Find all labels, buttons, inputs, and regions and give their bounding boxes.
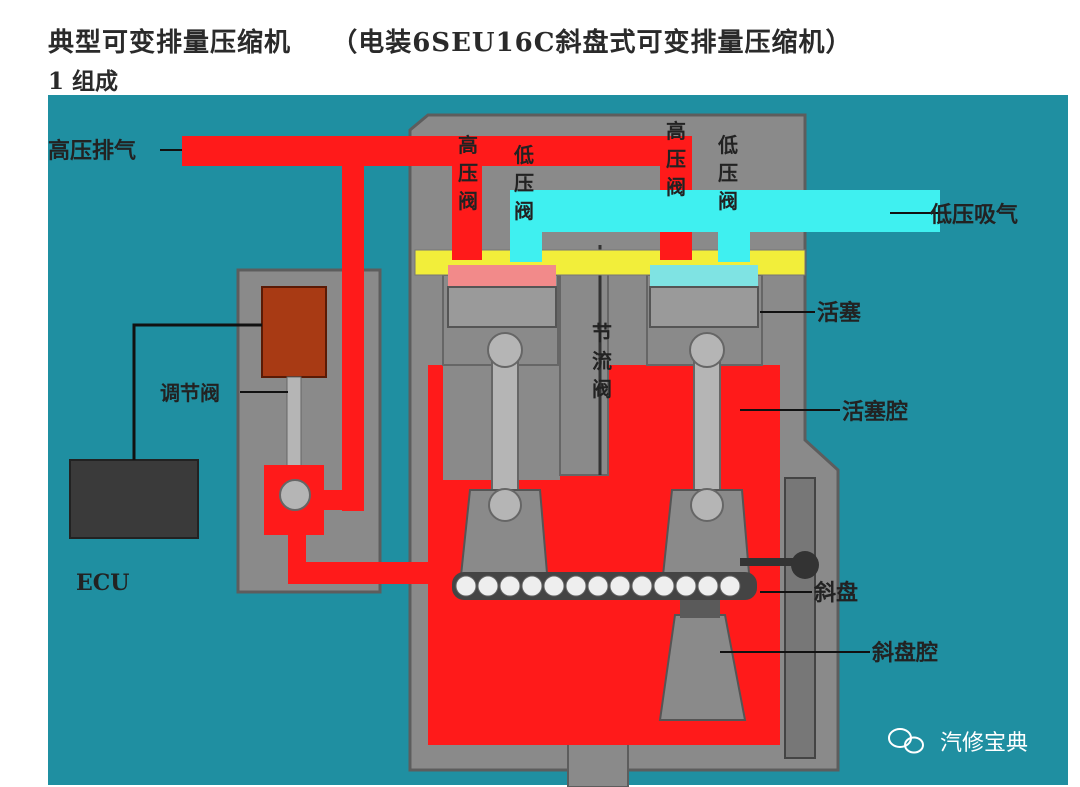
drive-shaft (567, 739, 629, 787)
label-swashplate: 斜盘 (813, 580, 858, 606)
regulator-ball (279, 479, 311, 511)
label-high-valve-left-2: 压 (458, 161, 478, 185)
watermark-text: 汽修宝典 (940, 731, 1028, 756)
label-low-valve-left-3: 阀 (514, 199, 534, 223)
label-throttle-valve-3: 阀 (592, 377, 612, 401)
ecu-wire (132, 323, 262, 460)
swashplate-balls (455, 575, 741, 597)
label-swashplate-chamber: 斜盘腔 (871, 640, 938, 666)
section-heading: 1 组成 (48, 68, 119, 95)
label-low-valve-left-2: 压 (514, 171, 534, 195)
hub-joint (680, 600, 720, 618)
regulator-solenoid (261, 286, 327, 378)
label-high-valve-right-3: 阀 (666, 175, 686, 199)
left-compression-space (448, 265, 556, 287)
label-high-valve-right-1: 高 (666, 119, 686, 143)
label-low-valve-right-1: 低 (717, 133, 738, 157)
label-high-valve-left-3: 阀 (458, 189, 478, 213)
right-piston (649, 286, 759, 328)
label-ecu: ECU (76, 570, 129, 596)
right-compression-space (650, 265, 758, 287)
label-high-valve-left-1: 高 (458, 133, 478, 157)
label-low-valve-right-2: 压 (718, 161, 738, 185)
label-high-pressure-exhaust: 高压排气 (48, 138, 136, 164)
label-high-valve-right-2: 压 (666, 147, 686, 171)
side-rail (784, 477, 816, 759)
right-shoe-ball (690, 488, 724, 522)
right-piston-pin (689, 332, 725, 368)
left-shoe-ball (488, 488, 522, 522)
side-pivot-arm (740, 558, 795, 566)
label-throttle-valve-1: 节 (592, 321, 612, 345)
leader-lines (160, 149, 940, 653)
page-title: 典型可变排量压缩机 （电装6SEU16C斜盘式可变排量压缩机） (48, 28, 853, 58)
ecu-box (69, 459, 199, 539)
label-piston-chamber: 活塞腔 (842, 399, 908, 425)
side-pivot (791, 551, 819, 579)
low-pressure-lines (510, 190, 940, 262)
label-piston: 活塞 (817, 300, 862, 326)
label-low-valve-right-3: 阀 (718, 189, 738, 213)
left-piston (447, 286, 557, 328)
left-piston-pin (487, 332, 523, 368)
label-low-valve-left-1: 低 (513, 143, 534, 167)
label-low-pressure-intake: 低压吸气 (929, 202, 1018, 228)
wechat-icon (888, 728, 924, 754)
label-throttle-valve-2: 流 (592, 349, 612, 373)
label-regulator-valve: 调节阀 (160, 381, 220, 405)
